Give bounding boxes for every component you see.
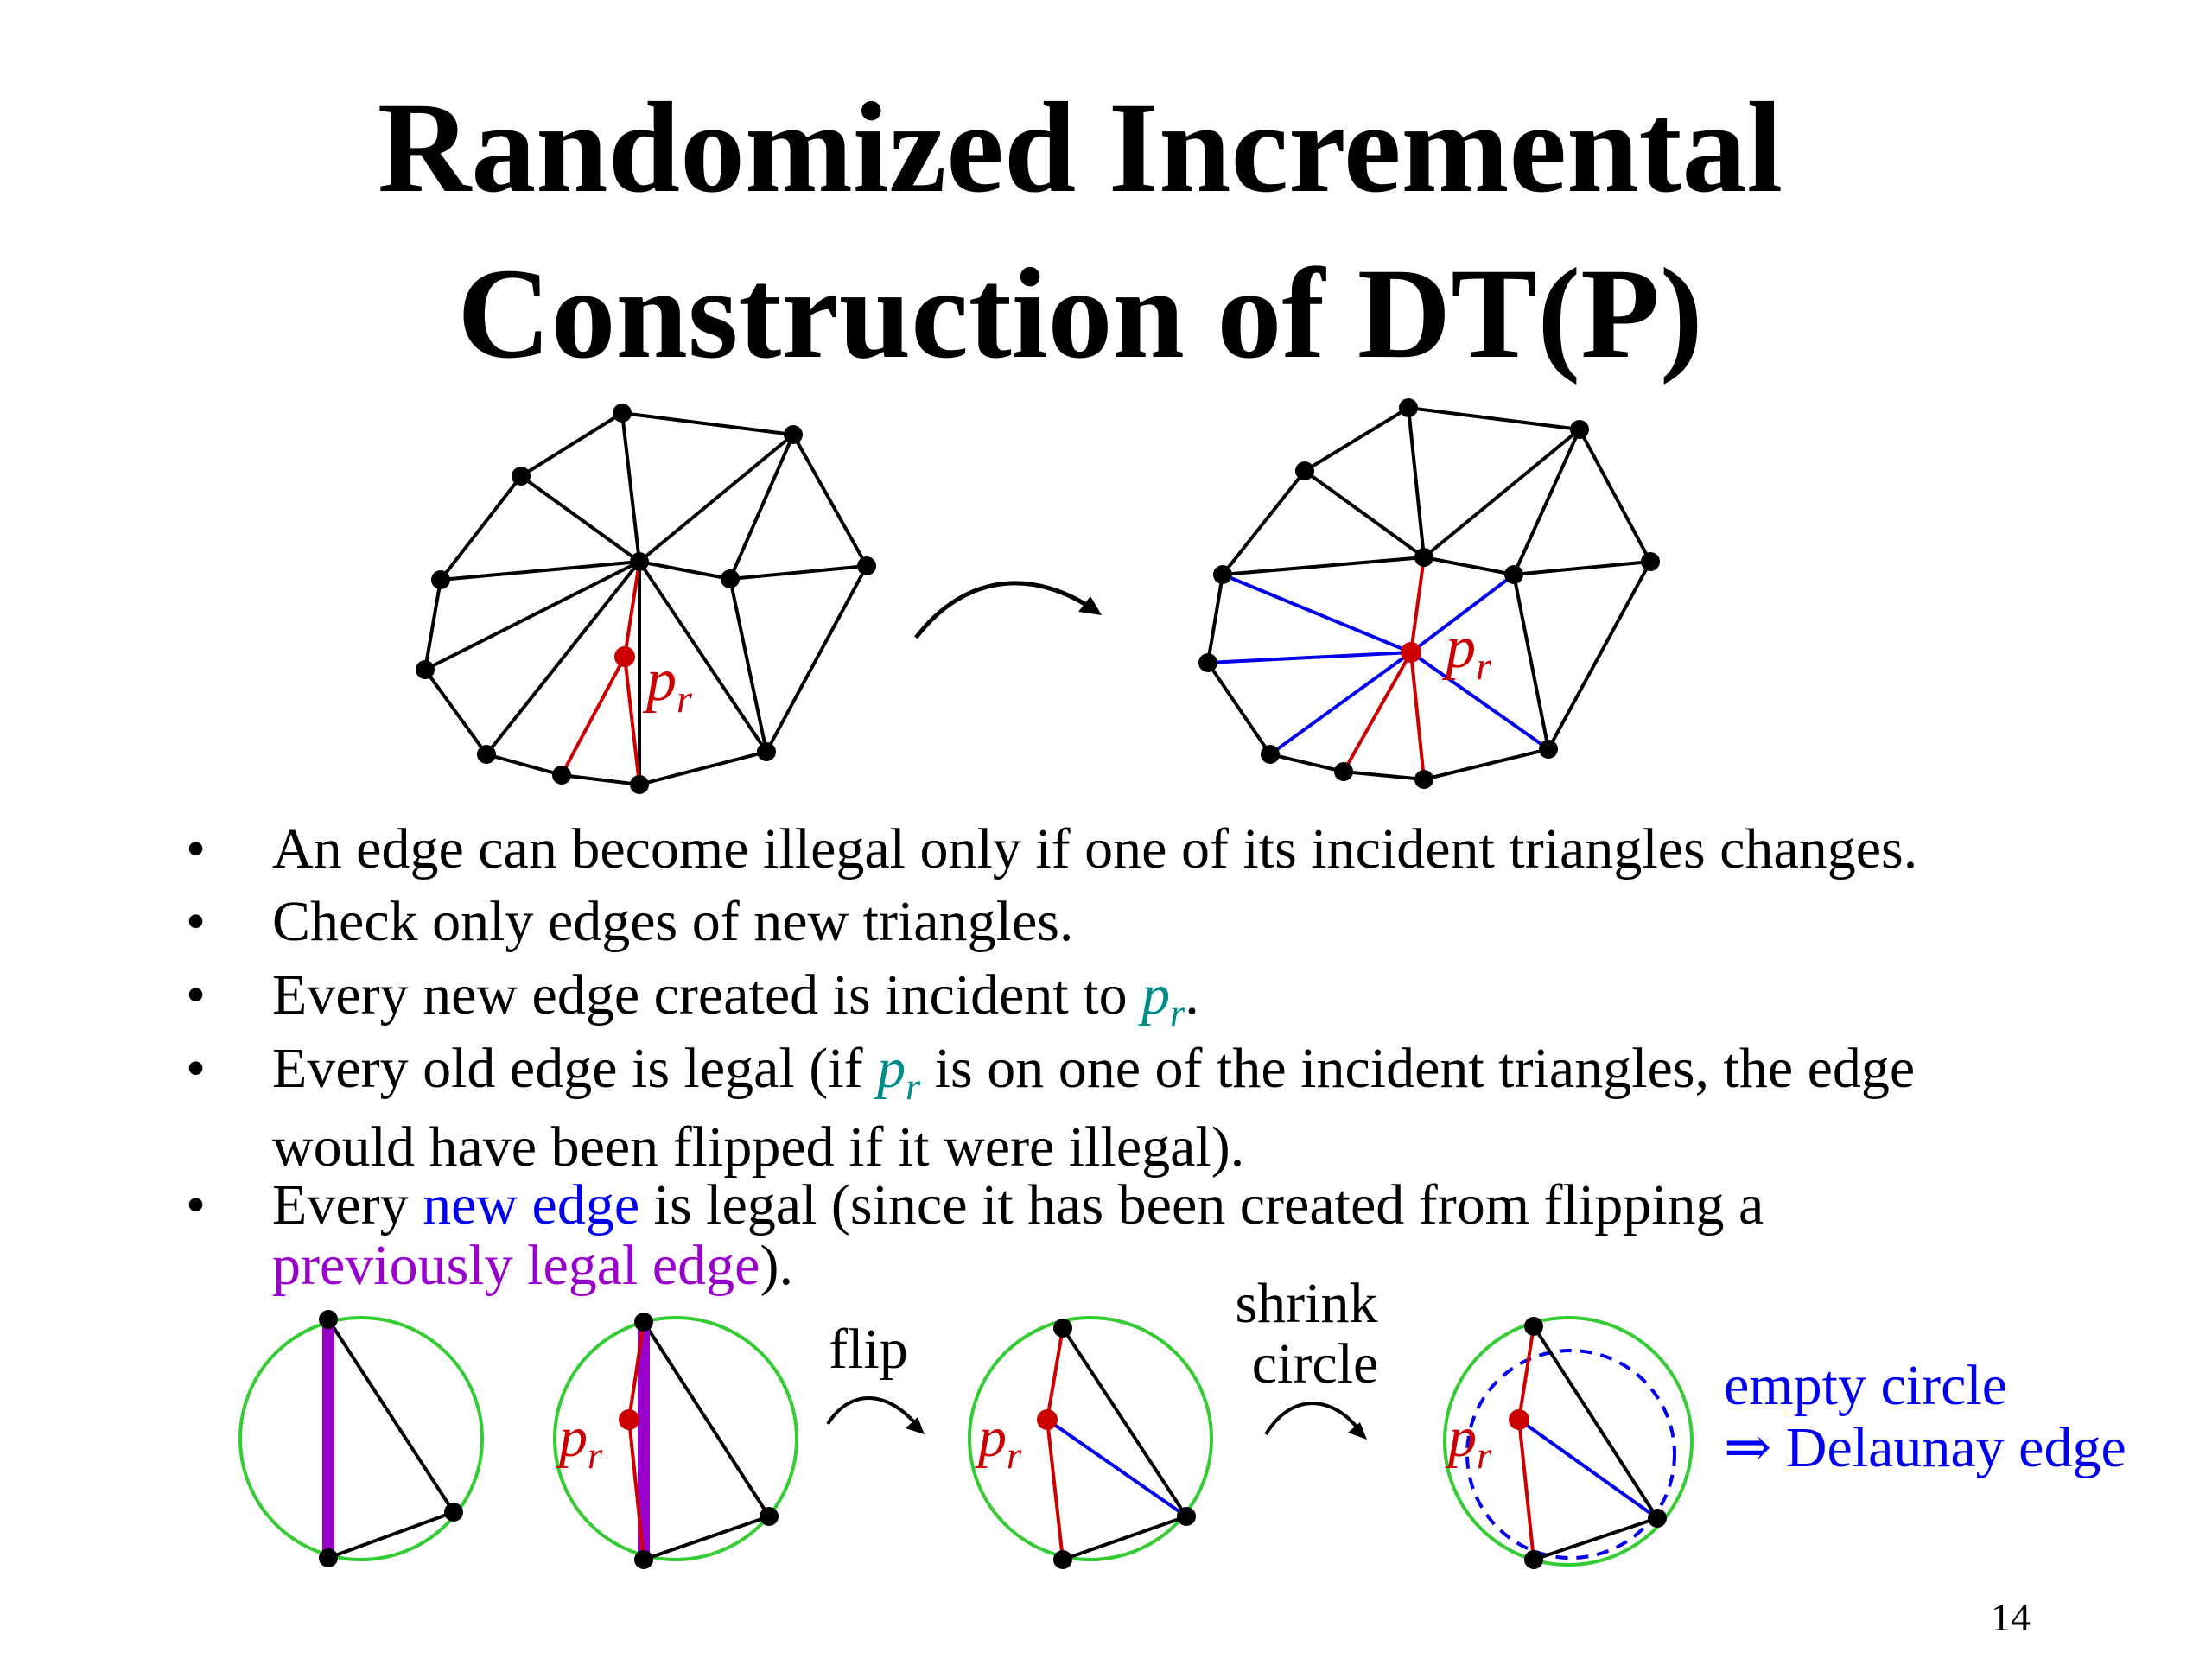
slide-title: Randomized Incremental Construction of D… <box>0 65 2160 397</box>
circle-panel-2: pr <box>553 1313 798 1569</box>
new-edges-after <box>1342 556 1426 780</box>
bullet-text-cont: is legal (since it has been created from… <box>639 1173 1764 1236</box>
previous-edge-term: previously legal edge <box>272 1234 760 1297</box>
bullet-text: Every <box>272 1173 423 1236</box>
bullet-item: • Every old edge is legal (if pr is on o… <box>186 1037 2139 1179</box>
new-edge-term: new edge <box>423 1173 640 1236</box>
bullet-item: • An edge can become illegal only if one… <box>186 817 2139 880</box>
circle-panel-1 <box>238 1310 484 1567</box>
inserted-point-before <box>614 646 635 667</box>
bullet-text: Every old edge is legal (if <box>272 1037 878 1100</box>
bullet-text: Check only edges of new triangles. <box>272 890 1074 953</box>
bullet-text-line2: would have been flipped if it were illeg… <box>272 1116 1245 1179</box>
bullet-dot: • <box>186 890 207 953</box>
top-diagrams: pr pr <box>416 398 1660 794</box>
flip-arrow <box>826 1396 920 1429</box>
bullet-item: • Every new edge is legal (since it has … <box>186 1173 2139 1297</box>
pr-label-before: pr <box>642 647 693 721</box>
flipped-edges-after <box>1207 573 1550 756</box>
vertices-before <box>416 404 876 794</box>
vertices-after <box>1198 398 1660 789</box>
circle-panel-4: pr <box>1443 1316 1694 1569</box>
bullet-item: • Every new edge created is incident to … <box>186 963 2139 1044</box>
circle-label: circle <box>1252 1332 1379 1395</box>
bullet-text-cont: is on one of the incident triangles, the… <box>920 1037 1916 1100</box>
empty-circle-note: empty circle ⇒ Delaunay edge <box>1724 1355 2126 1479</box>
flip-arrowhead <box>906 1417 925 1434</box>
empty-circle-label: empty circle <box>1724 1354 2008 1417</box>
circle-panel-3: pr <box>968 1316 1213 1569</box>
bullet-text-end: . <box>1185 963 1199 1027</box>
svg-text:pr: pr <box>975 1406 1022 1477</box>
title-line-1: Randomized Incremental <box>377 76 1783 219</box>
inserted-point-after <box>1401 642 1421 663</box>
flip-label: flip <box>829 1318 908 1381</box>
triangulation-before <box>423 411 869 787</box>
shrink-label: shrink <box>1236 1272 1378 1335</box>
pr-label-after: pr <box>1441 614 1492 688</box>
bullet-dot: • <box>186 1173 207 1236</box>
bullet-text: Every new edge created is incident to <box>272 963 1142 1027</box>
pr-symbol: pr <box>877 1037 921 1109</box>
shrink-arrow <box>1264 1402 1363 1436</box>
svg-text:pr: pr <box>1445 1406 1492 1477</box>
bullet-item: • Check only edges of new triangles. <box>186 890 2139 953</box>
bullet-dot: • <box>186 1037 207 1100</box>
delaunay-edge-label: ⇒ Delaunay edge <box>1724 1416 2126 1479</box>
pr-symbol: pr <box>1141 963 1185 1035</box>
transition-arrow <box>914 581 1097 639</box>
shrink-arrowhead <box>1348 1422 1367 1440</box>
svg-text:pr: pr <box>556 1406 603 1477</box>
bullet-dot: • <box>186 817 207 880</box>
bullet-text: An edge can become illegal only if one o… <box>272 817 1918 880</box>
new-edges-before <box>560 561 641 785</box>
transition-arrowhead <box>1078 596 1102 615</box>
page-number: 14 <box>1991 1595 2031 1639</box>
bullet-dot: • <box>186 963 207 1027</box>
bullet-text-end: ). <box>760 1234 793 1297</box>
title-line-2: Construction of DT(P) <box>457 242 1703 385</box>
